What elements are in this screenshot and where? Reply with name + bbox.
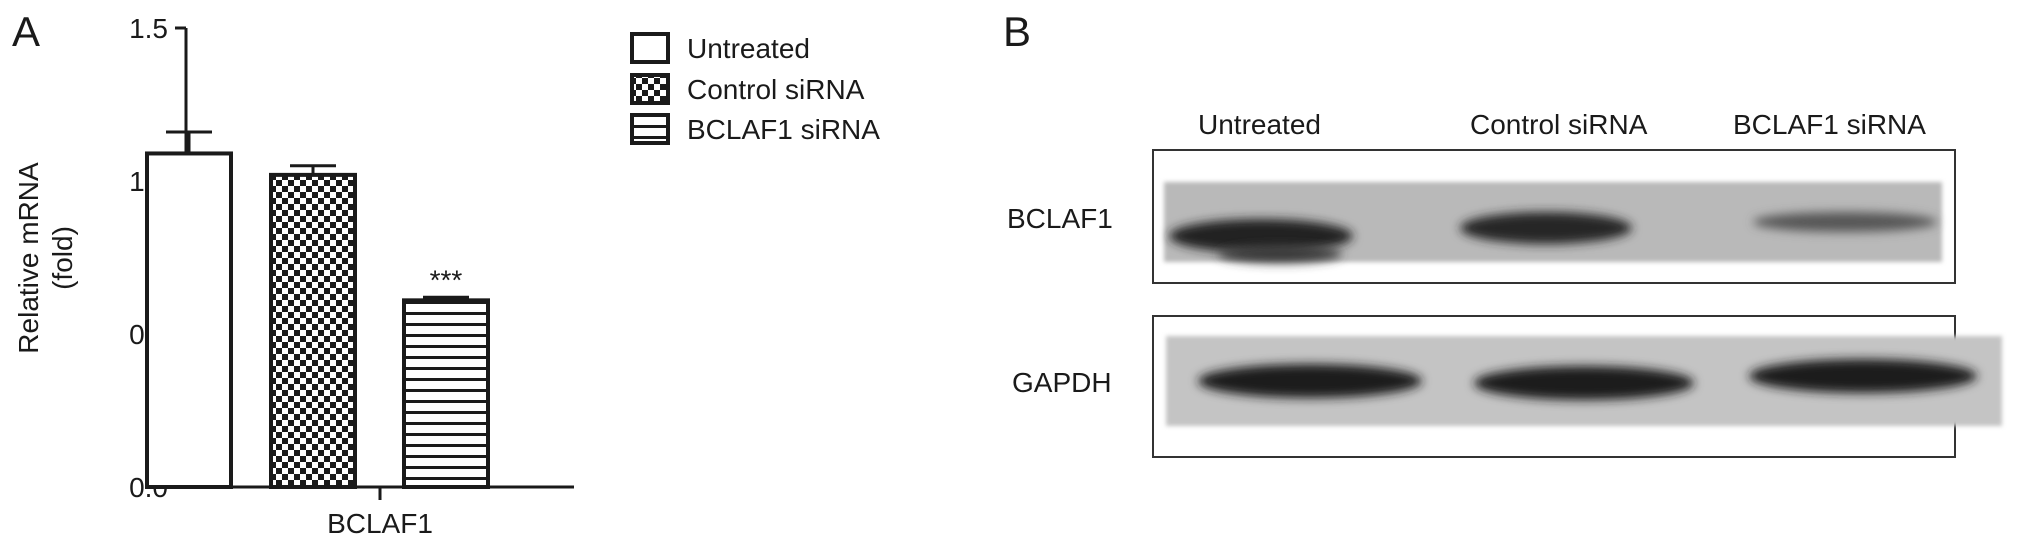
blot-label-bclaf1: BCLAF1 (1007, 203, 1113, 234)
legend-label: BCLAF1 siRNA (687, 114, 880, 145)
significance-label: *** (430, 264, 463, 295)
panel-b: B Untreated Control siRNA BCLAF1 siRNA B… (1003, 8, 2002, 458)
panel-a-label: A (12, 8, 40, 55)
lane-label-control-sirna: Control siRNA (1470, 109, 1648, 140)
legend-swatch (630, 32, 670, 64)
band-untreated (1198, 364, 1422, 398)
legend-swatch (630, 73, 670, 105)
y-axis-title-line-1: Relative mRNA (13, 162, 44, 354)
panel-b-label: B (1003, 8, 1031, 55)
blot-gapdh (1152, 315, 2002, 458)
legend-swatch (630, 113, 670, 145)
bar (145, 151, 233, 490)
band-untreated (1169, 219, 1353, 253)
x-axis (186, 485, 574, 500)
y-tick-label: 1.5 (129, 13, 168, 44)
band-bclaf1-sirna (1753, 212, 1937, 232)
bars: *** (145, 130, 490, 490)
lane-label-untreated: Untreated (1198, 109, 1321, 140)
panel-a: A 0.00.51.01.5 Relative mRNA (fold) BCLA… (12, 8, 880, 539)
blot-label-gapdh: GAPDH (1012, 367, 1112, 398)
x-tick-label: BCLAF1 (327, 508, 433, 539)
band-control-sirna (1460, 212, 1632, 244)
band-bclaf1-sirna (1749, 359, 1977, 393)
y-axis-title: Relative mRNA (fold) (13, 162, 78, 354)
legend-label: Untreated (687, 33, 810, 64)
lane-label-bclaf1-sirna: BCLAF1 siRNA (1733, 109, 1926, 140)
legend-label: Control siRNA (687, 74, 865, 105)
bar (269, 172, 357, 489)
band-control-sirna (1474, 366, 1694, 400)
bar (402, 298, 490, 489)
band-untreated-lower (1218, 245, 1342, 263)
y-axis-title-line-2: (fold) (47, 226, 78, 290)
blot-bclaf1 (1152, 149, 1956, 284)
